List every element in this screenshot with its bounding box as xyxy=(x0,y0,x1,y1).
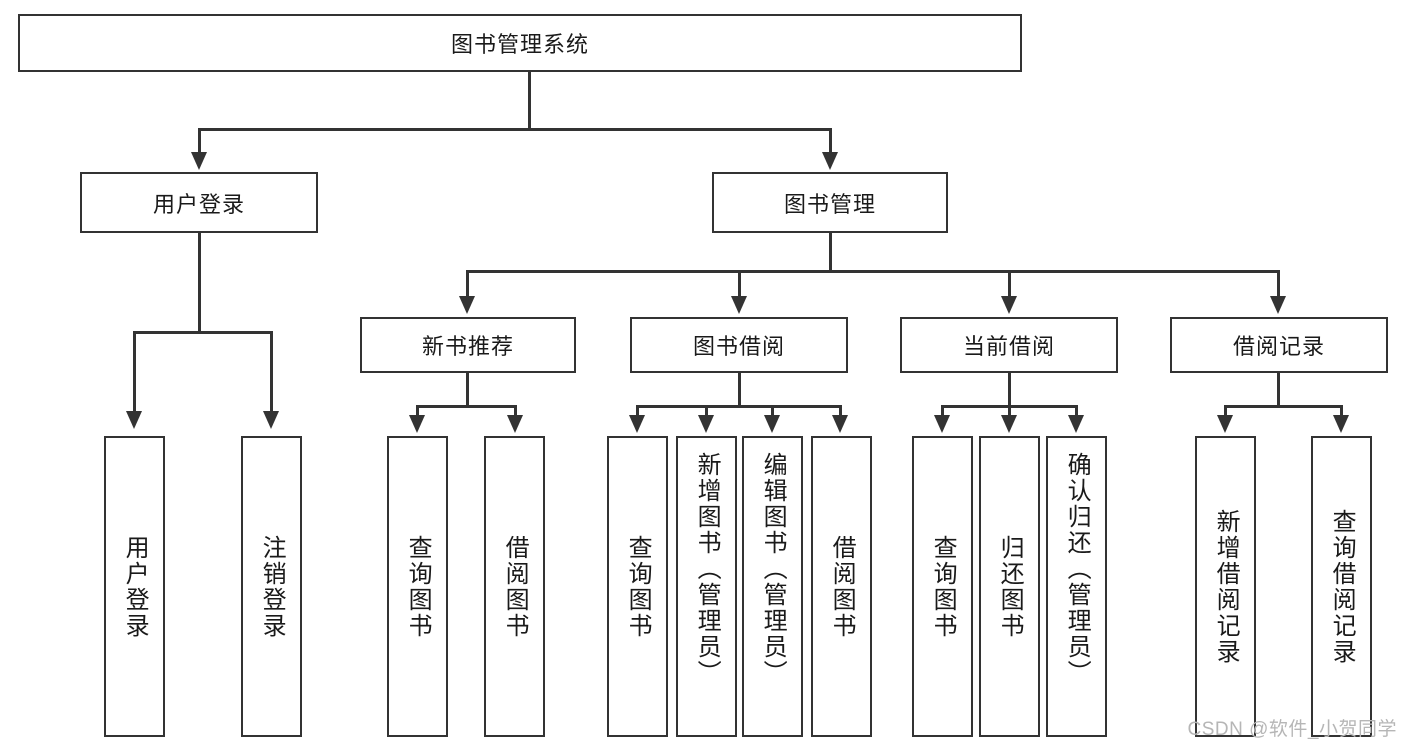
connector-user-login-drop-2 xyxy=(270,331,273,413)
connector-root-to-book-manage xyxy=(829,128,832,154)
connector-root-to-user-login xyxy=(198,128,201,154)
arrowhead-user-login xyxy=(191,152,207,170)
arrowhead-leaf-confirm-return xyxy=(1068,415,1084,433)
arrowhead-leaf-add-book xyxy=(698,415,714,433)
connector-nbr-drop-2 xyxy=(514,405,517,417)
node-leaf-user-login[interactable]: 用户登录 xyxy=(104,436,165,737)
connector-bb-stem xyxy=(738,373,741,407)
node-leaf-logout[interactable]: 注销登录 xyxy=(241,436,302,737)
connector-br-drop-2 xyxy=(1340,405,1343,417)
connector-nbr-stem xyxy=(466,373,469,407)
arrowhead-new-book-rec xyxy=(459,296,475,314)
connector-cb-drop-3 xyxy=(1075,405,1078,417)
node-leaf-query-book-3-label: 查询图书 xyxy=(929,534,957,639)
arrowhead-leaf-return-book xyxy=(1001,415,1017,433)
connector-br-drop-1 xyxy=(1224,405,1227,417)
node-leaf-return-book-label: 归还图书 xyxy=(996,534,1024,639)
node-leaf-borrow-book-1[interactable]: 借阅图书 xyxy=(484,436,545,737)
node-user-login[interactable]: 用户登录 xyxy=(80,172,318,233)
arrowhead-current-borrow xyxy=(1001,296,1017,314)
csdn-watermark: CSDN @软件_小贺同学 xyxy=(1187,719,1397,740)
node-leaf-borrow-book-2[interactable]: 借阅图书 xyxy=(811,436,872,737)
connector-book-manage-bar xyxy=(466,270,1279,273)
node-leaf-query-record[interactable]: 查询借阅记录 xyxy=(1311,436,1372,737)
connector-user-login-drop-1 xyxy=(133,331,136,413)
node-new-book-rec-label: 新书推荐 xyxy=(421,334,514,359)
node-leaf-confirm-return-admin-label: 确认归还（管理员） xyxy=(1063,452,1091,686)
arrowhead-leaf-edit-book xyxy=(764,415,780,433)
connector-br-stem xyxy=(1277,373,1280,407)
node-leaf-query-book-1-label: 查询图书 xyxy=(404,534,432,639)
node-leaf-borrow-book-2-label: 借阅图书 xyxy=(828,534,856,639)
node-leaf-confirm-return-admin[interactable]: 确认归还（管理员） xyxy=(1046,436,1107,737)
node-book-borrow-label: 图书借阅 xyxy=(692,334,785,359)
arrowhead-leaf-query-record xyxy=(1333,415,1349,433)
node-book-manage-label: 图书管理 xyxy=(783,191,876,217)
node-leaf-return-book[interactable]: 归还图书 xyxy=(979,436,1040,737)
node-leaf-query-record-label: 查询借阅记录 xyxy=(1328,508,1356,665)
arrowhead-leaf-user-login xyxy=(126,411,142,429)
node-book-borrow[interactable]: 图书借阅 xyxy=(630,317,848,373)
node-leaf-query-book-1[interactable]: 查询图书 xyxy=(387,436,448,737)
connector-bm-drop-3 xyxy=(1008,270,1011,298)
node-leaf-query-book-2[interactable]: 查询图书 xyxy=(607,436,668,737)
node-leaf-query-book-3[interactable]: 查询图书 xyxy=(912,436,973,737)
node-leaf-add-book-admin-label: 新增图书（管理员） xyxy=(693,452,721,686)
node-current-borrow[interactable]: 当前借阅 xyxy=(900,317,1118,373)
connector-user-login-stem xyxy=(198,233,201,333)
connector-bm-drop-1 xyxy=(466,270,469,298)
connector-root-bar xyxy=(198,128,832,131)
node-root[interactable]: 图书管理系统 xyxy=(18,14,1022,72)
connector-bb-drop-3 xyxy=(771,405,774,417)
connector-bb-drop-1 xyxy=(636,405,639,417)
node-borrow-record-label: 借阅记录 xyxy=(1232,334,1325,359)
node-leaf-add-record-label: 新增借阅记录 xyxy=(1212,508,1240,665)
node-book-manage[interactable]: 图书管理 xyxy=(712,172,948,233)
connector-cb-stem xyxy=(1008,373,1011,407)
connector-br-bar xyxy=(1224,405,1343,408)
node-leaf-add-book-admin[interactable]: 新增图书（管理员） xyxy=(676,436,737,737)
node-leaf-user-login-label: 用户登录 xyxy=(121,534,149,639)
arrowhead-leaf-query-book-3 xyxy=(934,415,950,433)
node-leaf-add-record[interactable]: 新增借阅记录 xyxy=(1195,436,1256,737)
node-leaf-edit-book-admin[interactable]: 编辑图书（管理员） xyxy=(742,436,803,737)
connector-bb-drop-4 xyxy=(839,405,842,417)
arrowhead-borrow-record xyxy=(1270,296,1286,314)
connector-cb-drop-2 xyxy=(1008,405,1011,417)
node-current-borrow-label: 当前借阅 xyxy=(962,334,1055,359)
connector-nbr-drop-1 xyxy=(416,405,419,417)
arrowhead-leaf-borrow-book-2 xyxy=(832,415,848,433)
connector-cb-drop-1 xyxy=(941,405,944,417)
arrowhead-leaf-query-book-2 xyxy=(629,415,645,433)
node-root-label: 图书管理系统 xyxy=(450,32,589,57)
node-leaf-query-book-2-label: 查询图书 xyxy=(624,534,652,639)
arrowhead-leaf-query-book-1 xyxy=(409,415,425,433)
arrowhead-leaf-borrow-book-1 xyxy=(507,415,523,433)
node-leaf-borrow-book-1-label: 借阅图书 xyxy=(501,534,529,639)
connector-bb-bar xyxy=(636,405,842,408)
arrowhead-leaf-logout xyxy=(263,411,279,429)
arrowhead-book-borrow xyxy=(731,296,747,314)
arrowhead-leaf-add-record xyxy=(1217,415,1233,433)
connector-user-login-bar xyxy=(133,331,273,334)
arrowhead-book-manage xyxy=(822,152,838,170)
connector-bm-drop-2 xyxy=(738,270,741,298)
connector-book-manage-stem xyxy=(829,233,832,272)
connector-root-stem xyxy=(528,72,531,130)
node-leaf-edit-book-admin-label: 编辑图书（管理员） xyxy=(759,452,787,686)
connector-bm-drop-4 xyxy=(1277,270,1280,298)
node-borrow-record[interactable]: 借阅记录 xyxy=(1170,317,1388,373)
node-user-login-label: 用户登录 xyxy=(152,191,245,217)
node-new-book-rec[interactable]: 新书推荐 xyxy=(360,317,576,373)
node-leaf-logout-label: 注销登录 xyxy=(258,534,286,639)
connector-nbr-bar xyxy=(416,405,517,408)
connector-bb-drop-2 xyxy=(705,405,708,417)
